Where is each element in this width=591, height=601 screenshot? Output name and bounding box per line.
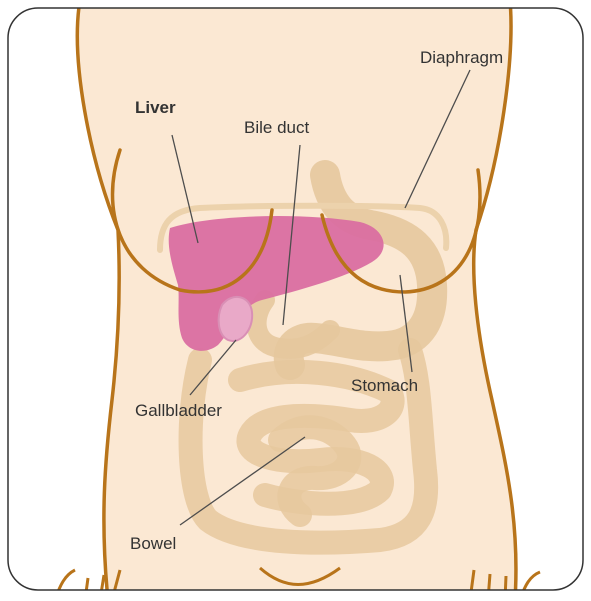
stomach-label: Stomach: [351, 376, 418, 395]
gallbladder-label: Gallbladder: [135, 401, 222, 420]
body-illustration: [55, 0, 540, 596]
bile-duct-label: Bile duct: [244, 118, 309, 137]
bowel-label: Bowel: [130, 534, 176, 553]
diaphragm-label: Diaphragm: [420, 48, 503, 67]
liver-label: Liver: [135, 98, 176, 117]
